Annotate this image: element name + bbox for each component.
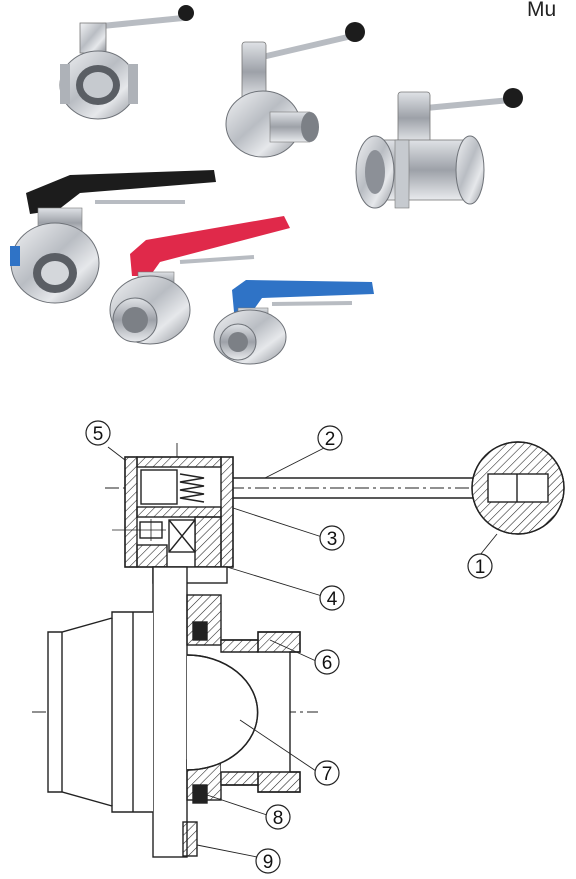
valve-photo-4 (10, 170, 216, 304)
callout-1: 1 (467, 553, 493, 579)
page-title: Mu (527, 0, 557, 21)
handle-bar (233, 441, 565, 535)
callout-8: 8 (265, 804, 291, 830)
callout-6: 6 (314, 649, 340, 675)
callout-2: 2 (317, 425, 343, 451)
valve-photo-1 (59, 5, 194, 120)
callout-9: 9 (255, 848, 281, 874)
valve-photo-6 (213, 280, 374, 365)
valve-stem (152, 566, 228, 858)
callout-7: 7 (314, 760, 340, 786)
svg-text:3: 3 (327, 529, 338, 550)
svg-text:6: 6 (322, 653, 333, 674)
callout-3: 3 (319, 525, 345, 551)
valve-photo-2 (225, 22, 365, 158)
svg-text:8: 8 (273, 808, 284, 829)
valve-photo-3 (355, 88, 523, 209)
svg-text:9: 9 (263, 852, 274, 873)
cross-section-drawing (32, 441, 565, 858)
svg-text:4: 4 (327, 589, 338, 610)
svg-text:1: 1 (475, 557, 486, 578)
svg-text:7: 7 (322, 764, 333, 785)
callout-4: 4 (319, 585, 345, 611)
leader-lines (107, 446, 498, 858)
callout-5: 5 (85, 420, 111, 446)
svg-text:2: 2 (325, 429, 336, 450)
valve-body (47, 611, 301, 813)
svg-text:5: 5 (93, 424, 104, 445)
handle-housing (112, 456, 234, 568)
valve-photo-5 (109, 216, 290, 345)
